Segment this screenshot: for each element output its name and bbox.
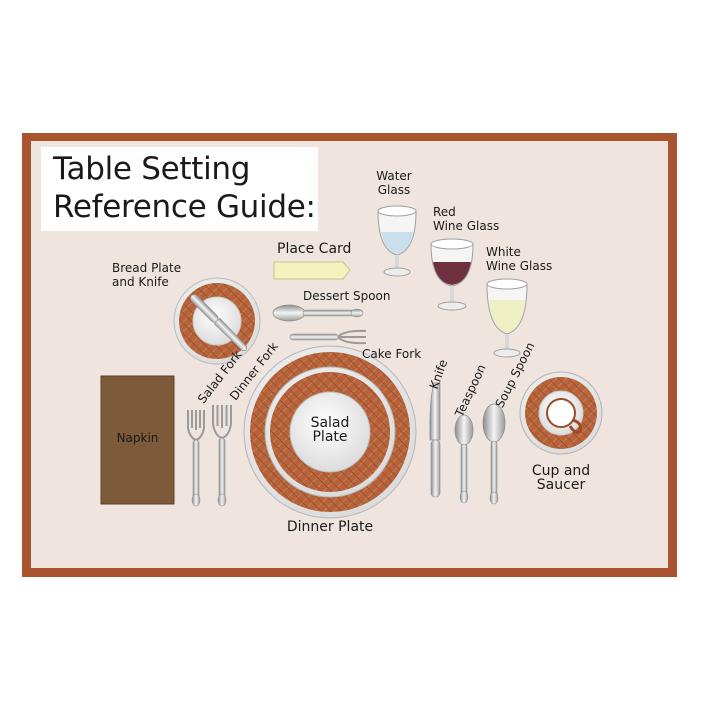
red-wine-glass-label-line2: Wine Glass <box>433 219 500 233</box>
cup-and-saucer-label-line2: Saucer <box>536 477 586 493</box>
cup-and-saucer-label: Cup and Saucer <box>521 464 601 492</box>
cup-and-saucer <box>519 371 603 455</box>
cup-and-saucer-label-line1: Cup and <box>531 463 591 479</box>
dessert-spoon <box>272 304 364 322</box>
place-card <box>273 261 351 280</box>
bread-plate-label: Bread Plate and Knife <box>112 261 181 289</box>
water-glass-label-line2: Glass <box>377 183 411 197</box>
red-wine-glass-label-line1: Red <box>433 205 456 219</box>
bread-plate-label-line2: and Knife <box>112 275 169 289</box>
white-wine-glass-label: White Wine Glass <box>486 245 552 273</box>
salad-plate-label: Salad Plate <box>300 416 360 444</box>
salad-plate-label-line1: Salad <box>310 415 350 431</box>
dinner-fork <box>212 405 232 507</box>
teaspoon <box>454 414 474 504</box>
title-line-2: Reference Guide: <box>53 189 316 225</box>
title-line-1: Table Setting <box>53 151 251 187</box>
dinner-knife <box>429 382 441 498</box>
place-card-label: Place Card <box>277 241 352 257</box>
red-wine-glass <box>430 238 474 311</box>
dinner-plate-label: Dinner Plate <box>286 519 374 535</box>
napkin-label: Napkin <box>116 431 159 445</box>
white-wine-glass <box>486 278 528 358</box>
red-wine-glass-label: Red Wine Glass <box>433 205 499 233</box>
butter-knife <box>190 294 248 352</box>
water-glass-label: Water Glass <box>374 169 414 197</box>
white-wine-glass-label-line1: White <box>486 245 521 259</box>
bread-plate <box>173 277 261 365</box>
soup-spoon <box>482 403 506 505</box>
napkin <box>100 375 175 505</box>
salad-plate <box>289 391 371 473</box>
cake-fork-label: Cake Fork <box>362 347 422 361</box>
dessert-spoon-label: Dessert Spoon <box>303 289 391 303</box>
white-wine-glass-label-line2: Wine Glass <box>486 259 553 273</box>
title-box: Table Setting Reference Guide: <box>41 147 318 231</box>
water-glass <box>377 205 417 277</box>
cake-fork <box>289 329 367 345</box>
salad-plate-label-line2: Plate <box>312 429 348 445</box>
bread-plate-label-line1: Bread Plate <box>112 261 182 275</box>
salad-fork <box>187 410 205 507</box>
water-glass-label-line1: Water <box>376 169 412 183</box>
dinner-plate <box>243 345 417 519</box>
